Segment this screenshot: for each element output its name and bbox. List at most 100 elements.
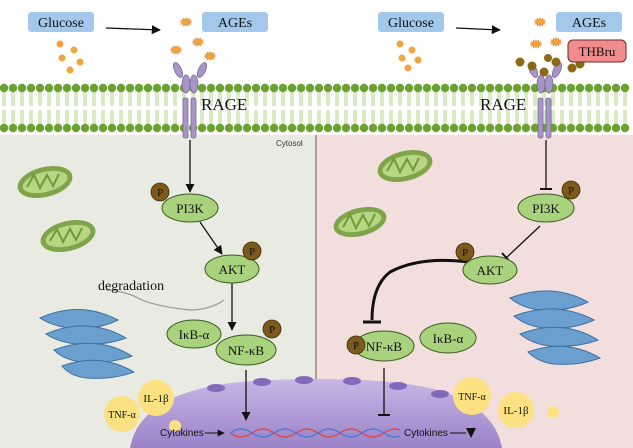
lipid-head (422, 123, 432, 133)
lipid-head (224, 123, 234, 133)
glucose-to-ages-arrow-left (105, 25, 161, 35)
lipid-head (242, 123, 252, 133)
lipid-head (458, 123, 468, 133)
lipid-head (359, 123, 369, 133)
svg-text:IL-1β: IL-1β (503, 405, 529, 417)
lipid-head (611, 123, 621, 133)
lipid-head (323, 123, 333, 133)
degradation-label: degradation (98, 279, 164, 294)
svg-text:IκB-α: IκB-α (179, 327, 210, 342)
svg-text:P: P (353, 340, 359, 352)
lipid-head (476, 83, 486, 93)
lipid-head (98, 83, 108, 93)
ages-particles-right (529, 16, 563, 50)
cytokine-particle (547, 406, 559, 418)
lipid-head (89, 123, 99, 133)
lipid-head (26, 123, 36, 133)
lipid-head (440, 123, 450, 133)
lipid-head (458, 83, 468, 93)
lipid-head (89, 83, 99, 93)
lipid-head (215, 123, 225, 133)
lipid-head (602, 83, 612, 93)
lipid-head (584, 83, 594, 93)
lipid-head (80, 123, 90, 133)
lipid-head (476, 123, 486, 133)
lipid-head (368, 83, 378, 93)
svg-text:Glucose: Glucose (388, 16, 434, 31)
lipid-head (0, 83, 9, 93)
lipid-head (287, 83, 297, 93)
lipid-head (62, 83, 72, 93)
lipid-head (161, 123, 171, 133)
lipid-head (35, 123, 45, 133)
lipid-head (143, 123, 153, 133)
svg-text:THBru: THBru (579, 44, 616, 59)
lipid-head (53, 123, 63, 133)
dna-strand (229, 428, 401, 438)
il1b-bubble-left: IL-1β (138, 380, 174, 416)
lipid-head (242, 83, 252, 93)
lipid-head (575, 123, 585, 133)
lipid-head (62, 123, 72, 133)
lipid-head (485, 123, 495, 133)
il1b-bubble-right: IL-1β (498, 392, 534, 428)
lipid-head (296, 83, 306, 93)
lipid-head (395, 83, 405, 93)
ikb-node-right: IκB-α (419, 322, 477, 354)
down-triangle-icon (466, 428, 476, 438)
lipid-head (386, 83, 396, 93)
lipid-head (350, 83, 360, 93)
lipid-head (566, 123, 576, 133)
svg-text:P: P (249, 246, 255, 258)
lipid-head (377, 83, 387, 93)
cytokine-particle (169, 420, 181, 432)
lipid-head (71, 123, 81, 133)
ages-particle (549, 36, 563, 48)
svg-text:TNF-α: TNF-α (458, 392, 486, 403)
lipid-head (8, 83, 18, 93)
lipid-head (116, 123, 126, 133)
lipid-head (566, 83, 576, 93)
lipid-head (620, 83, 630, 93)
cytokines-label-left: Cytokines (160, 428, 204, 439)
nfkb-node-left: NF-κB (215, 334, 277, 366)
lipid-head (305, 83, 315, 93)
svg-text:NF-κB: NF-κB (228, 343, 264, 358)
lipid-head (80, 83, 90, 93)
lipid-head (602, 123, 612, 133)
lipid-head (53, 83, 63, 93)
ages-particle (191, 36, 205, 48)
lipid-head (431, 123, 441, 133)
lipid-head (287, 123, 297, 133)
endoplasmic-reticulum-icon (509, 290, 602, 365)
lipid-head (611, 83, 621, 93)
mitochondrion-icon (40, 219, 96, 253)
lipid-head (557, 123, 567, 133)
lipid-head (494, 123, 504, 133)
lipid-head (314, 123, 324, 133)
lipid-head (341, 123, 351, 133)
lipid-head (44, 123, 54, 133)
ages-particle (529, 38, 543, 50)
lipid-head (107, 123, 117, 133)
lipid-head (413, 83, 423, 93)
lipid-head (206, 83, 216, 93)
lipid-head (422, 83, 432, 93)
lipid-head (8, 123, 18, 133)
lipid-head (557, 83, 567, 93)
svg-text:IL-1β: IL-1β (143, 393, 169, 405)
lipid-head (521, 83, 531, 93)
glucose-to-ages-arrow-right (455, 25, 501, 35)
lipid-head (395, 123, 405, 133)
phospho-badge: P (455, 242, 475, 262)
svg-text:IκB-α: IκB-α (433, 331, 464, 346)
svg-text:Glucose: Glucose (38, 16, 84, 31)
lipid-head (413, 123, 423, 133)
lipid-head (305, 123, 315, 133)
lipid-head (152, 83, 162, 93)
pi3k-node-right: PI3K (517, 193, 575, 223)
lipid-head (467, 83, 477, 93)
lipid-head (386, 123, 396, 133)
lipid-head (17, 123, 27, 133)
lipid-head (503, 83, 513, 93)
